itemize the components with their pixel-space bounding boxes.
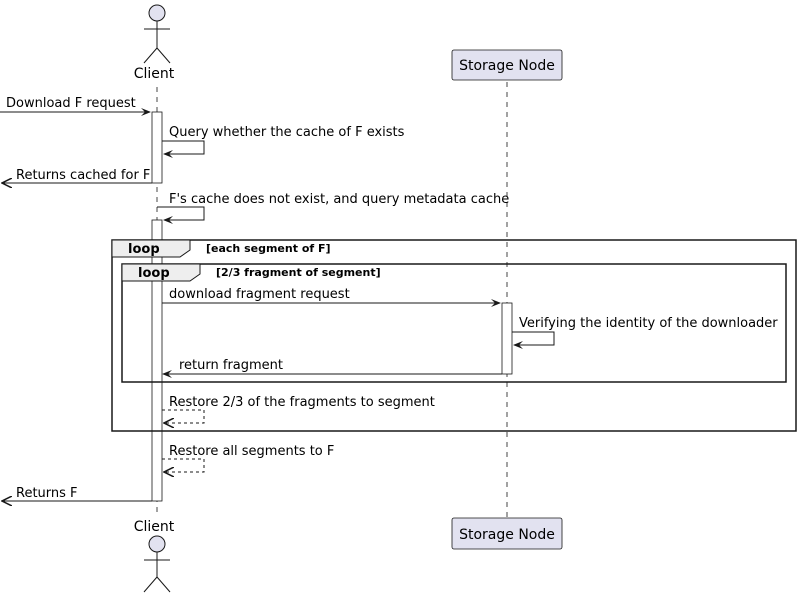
client-actor-bottom: Client [134,519,175,593]
client-activation-2 [151,219,163,502]
outer-loop-keyword: loop [128,242,160,257]
svg-text:return fragment: return fragment [179,358,283,373]
inner-loop-keyword: loop [138,266,170,281]
svg-text:Verifying the identity of the: Verifying the identity of the downloader [519,316,778,331]
client-label-bottom: Client [134,519,175,535]
actor-head-icon [148,535,166,553]
message-return-fragment: return fragment [162,358,502,378]
message-restore-fragments: Restore 2/3 of the fragments to segment [162,395,435,423]
storage-node-top: Storage Node [451,49,563,81]
message-returns-cached: Returns cached for F [2,168,152,183]
svg-text:Restore 2/3 of the fragments t: Restore 2/3 of the fragments to segment [169,395,435,410]
svg-text:F's cache does not exist, and: F's cache does not exist, and query meta… [169,192,509,207]
storage-label-bottom: Storage Node [459,527,555,543]
svg-text:Download F request: Download F request [6,96,136,111]
client-activation-1 [151,111,163,184]
message-query-cache: Query whether the cache of F exists [162,125,405,158]
message-cache-not-exist: F's cache does not exist, and query meta… [157,192,509,224]
svg-text:Returns cached for F: Returns cached for F [16,168,150,183]
message-returns-f: Returns F [2,486,152,501]
svg-text:Restore all segments to F: Restore all segments to F [169,444,334,459]
storage-activation [501,302,513,375]
message-download-request: Download F request [0,96,151,116]
inner-loop-guard: [2/3 fragment of segment] [216,266,381,279]
inner-loop-frame: loop [2/3 fragment of segment] [121,263,787,383]
outer-loop-guard: [each segment of F] [206,242,331,255]
svg-text:Returns F: Returns F [16,486,78,501]
client-actor-top: Client [134,4,175,82]
storage-node-bottom: Storage Node [451,517,563,550]
message-download-fragment: download fragment request [162,287,501,307]
actor-head-icon [148,4,166,22]
outer-loop-frame: loop [each segment of F] [111,239,797,432]
svg-text:Query whether the cache of F e: Query whether the cache of F exists [169,125,405,140]
svg-text:download fragment request: download fragment request [169,287,350,302]
client-label-top: Client [134,66,175,82]
message-verify-identity: Verifying the identity of the downloader [512,316,778,349]
storage-label-top: Storage Node [459,58,555,74]
message-restore-segments: Restore all segments to F [162,444,334,472]
